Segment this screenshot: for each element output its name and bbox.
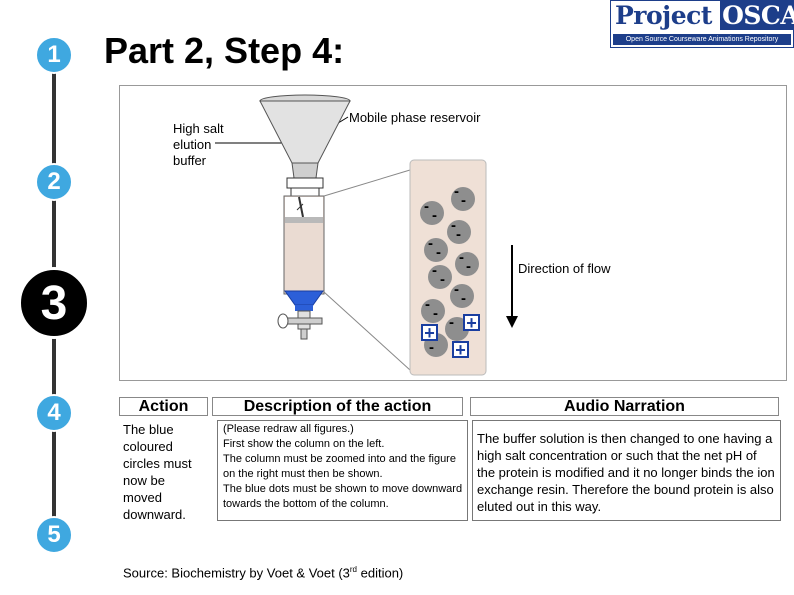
negative-charge: - xyxy=(466,258,471,275)
logo-word-project: Project xyxy=(615,1,712,30)
resin-bead xyxy=(455,252,479,276)
column-stopper xyxy=(286,177,324,197)
negative-charge: - xyxy=(440,271,445,288)
resin-bead xyxy=(421,299,445,323)
step-2-number: 2 xyxy=(47,168,61,195)
positive-charge: + xyxy=(424,323,435,343)
header-audio: Audio Narration xyxy=(470,397,779,416)
description-list: (Please redraw all figures.) First show … xyxy=(223,422,463,512)
resin-bead xyxy=(447,220,471,244)
page-title: Part 2, Step 4: xyxy=(104,30,345,71)
project-oscar-logo: Project OSCAR Open Source Courseware Ani… xyxy=(610,0,794,48)
header-action: Action xyxy=(119,397,208,416)
zoom-line-top xyxy=(323,169,411,197)
stopcock xyxy=(277,310,323,340)
audio-cell xyxy=(472,420,781,521)
negative-charge: - xyxy=(432,262,437,279)
logo-word-oscar: OSCAR xyxy=(720,1,794,30)
resin-bead xyxy=(424,238,448,262)
positive-charge: + xyxy=(455,340,466,360)
resin-bead xyxy=(420,201,444,225)
negative-charge: - xyxy=(451,217,456,234)
label-direction-of-flow: Direction of flow xyxy=(518,261,611,276)
figure-panel xyxy=(119,85,787,381)
step-5-badge[interactable]: 5 xyxy=(35,516,73,554)
positive-charge: + xyxy=(466,313,477,333)
description-line-1: (Please redraw all figures.) xyxy=(223,423,354,435)
step-1-number: 1 xyxy=(47,41,61,68)
reservoir-funnel xyxy=(259,94,351,179)
source-superscript: rd xyxy=(349,565,358,574)
step-4-number: 4 xyxy=(47,399,61,426)
negative-charge: - xyxy=(461,290,466,307)
resin-bead xyxy=(451,187,475,211)
step-4-badge[interactable]: 4 xyxy=(35,394,73,432)
step-1-badge[interactable]: 1 xyxy=(35,36,73,74)
step-3-number: 3 xyxy=(40,276,68,330)
label-high-salt-buffer: High salt elution buffer xyxy=(173,121,224,168)
resin-beads xyxy=(420,187,479,357)
zoom-line-bottom xyxy=(323,291,411,371)
bound-protein xyxy=(421,314,480,358)
negative-charge: - xyxy=(432,207,437,224)
logo-tagline: Open Source Courseware Animations Reposi… xyxy=(613,34,791,45)
negative-charge: - xyxy=(429,339,434,356)
description-line-3: The column must be zoomed into and the f… xyxy=(223,453,456,480)
step-2-badge[interactable]: 2 xyxy=(35,163,73,201)
column-body xyxy=(283,195,325,311)
source-prefix: Source: Biochemistry by Voet & Voet (3 xyxy=(123,565,350,581)
description-line-4: The blue dots must be shown to move down… xyxy=(223,483,463,510)
negative-charge: - xyxy=(459,249,464,266)
negative-charge: - xyxy=(424,198,429,215)
resin-bead xyxy=(450,284,474,308)
resin-bead xyxy=(428,265,452,289)
source-citation: Source: Biochemistry by Voet & Voet (3rd… xyxy=(123,565,403,580)
negative-charge: - xyxy=(449,314,454,331)
step-5-number: 5 xyxy=(47,521,61,548)
negative-charge: - xyxy=(454,183,459,200)
flow-direction-arrow xyxy=(506,245,518,328)
audio-narration-text: The buffer solution is then changed to o… xyxy=(477,431,775,514)
label-mobile-phase-reservoir: Mobile phase reservoir xyxy=(349,110,481,125)
negative-charge: - xyxy=(461,192,466,209)
negative-charge: - xyxy=(436,244,441,261)
negative-charge: - xyxy=(428,235,433,252)
description-line-2: First show the column on the left. xyxy=(223,438,385,450)
negative-charge: - xyxy=(425,296,430,313)
negative-charge: - xyxy=(456,226,461,243)
source-suffix: edition) xyxy=(357,565,404,581)
negative-charge: - xyxy=(433,305,438,322)
negative-charge: - xyxy=(454,281,459,298)
step-3-badge[interactable]: 3 xyxy=(18,267,90,339)
description-cell xyxy=(217,420,468,521)
action-text: The blue coloured circles must now be mo… xyxy=(123,422,192,522)
header-description: Description of the action xyxy=(212,397,463,416)
